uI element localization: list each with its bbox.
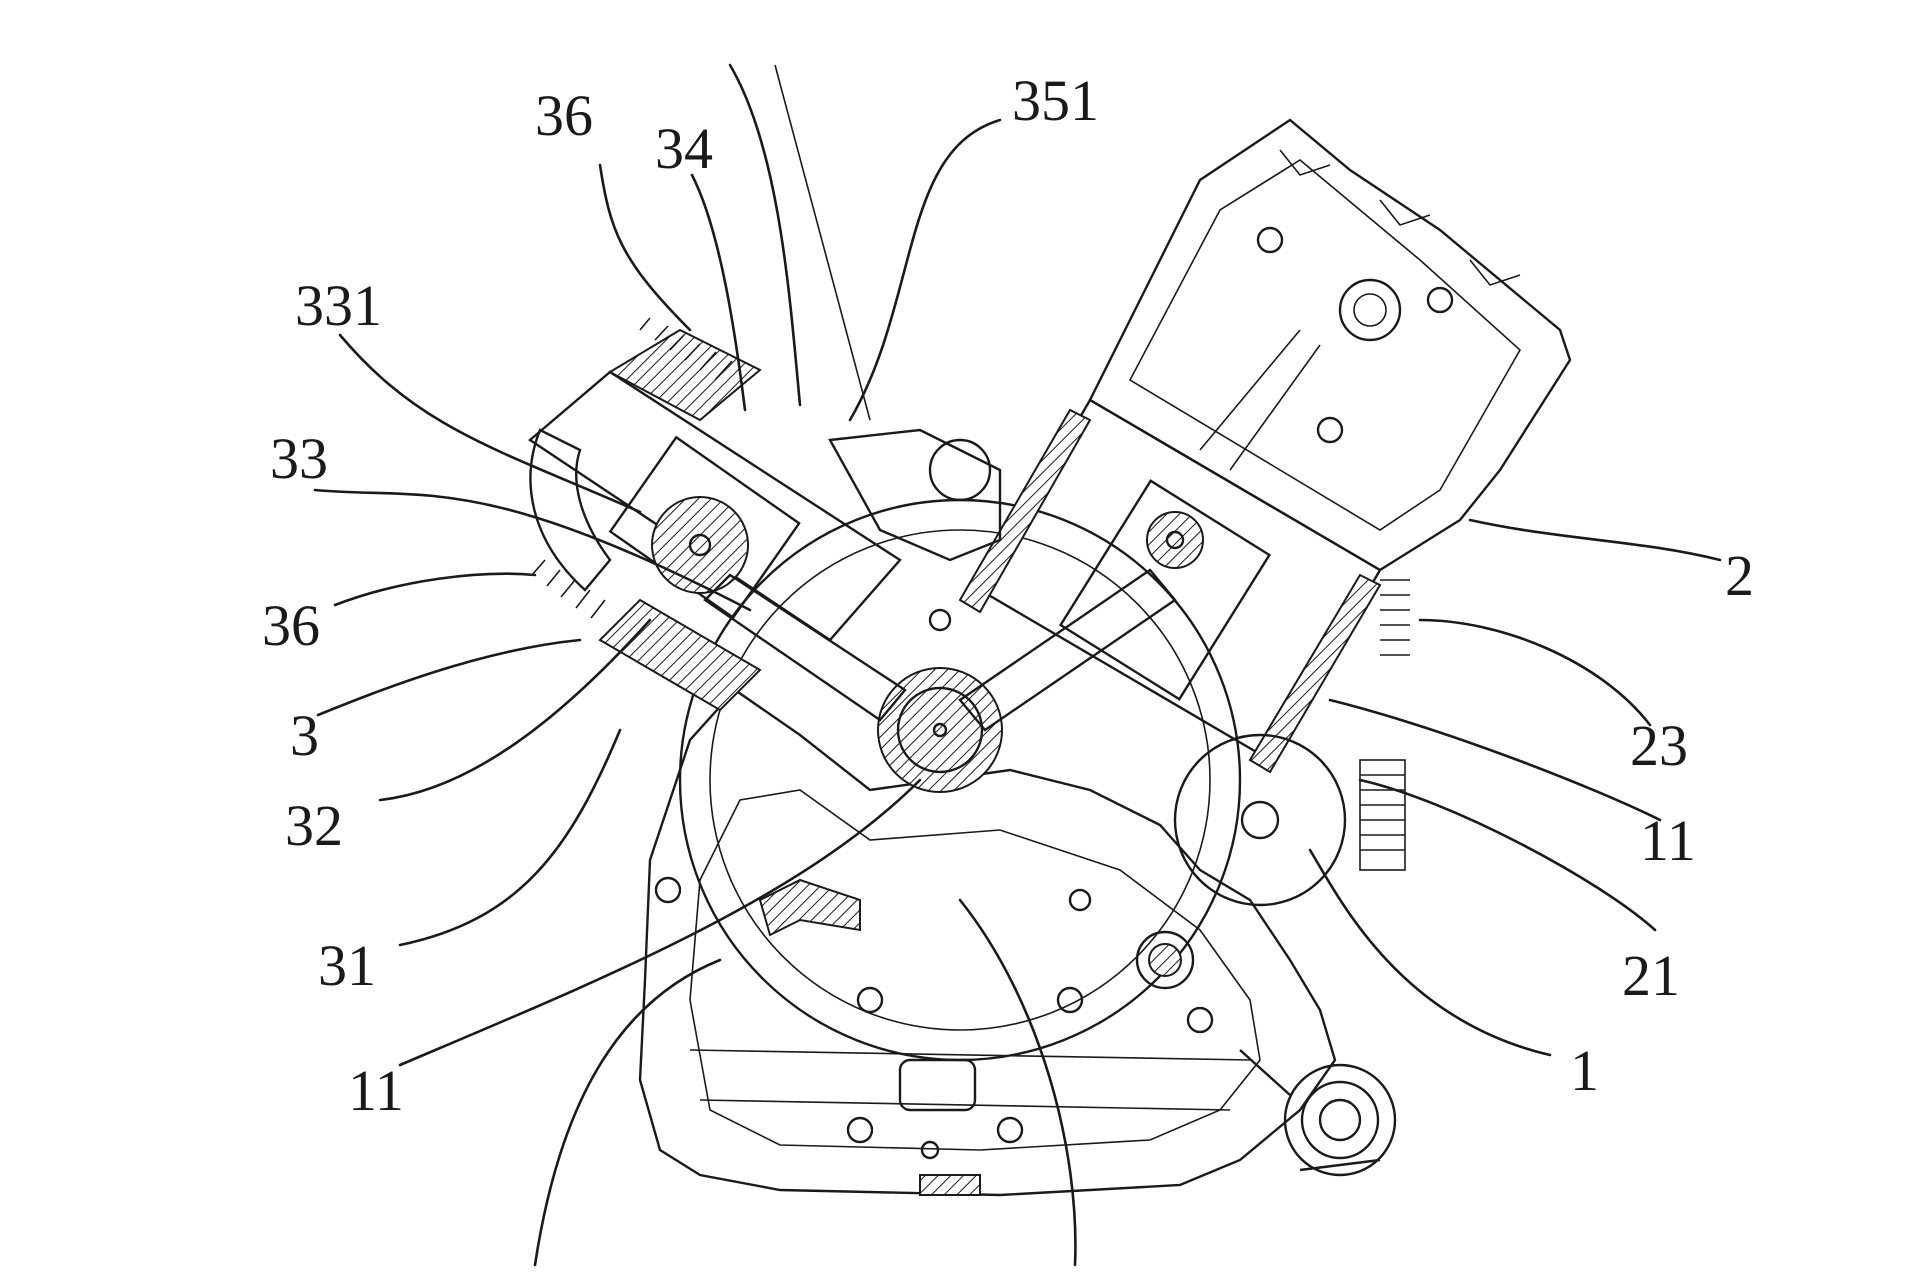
label-331: 331 <box>295 273 382 338</box>
left-mount-bolt <box>656 878 680 902</box>
engine-drawing <box>530 120 1570 1195</box>
front-cylinder-fins <box>1380 580 1410 655</box>
leader-3 <box>318 640 580 715</box>
front-head-valve <box>1200 330 1320 470</box>
crankcase-bolt-1 <box>858 988 882 1012</box>
leader-23 <box>1420 620 1650 725</box>
leader-top-a <box>730 65 800 405</box>
drain-plug <box>920 1175 980 1195</box>
leader-331 <box>340 335 640 512</box>
front-cylinder-head <box>1090 120 1570 570</box>
leader-351 <box>850 120 1000 420</box>
label-3: 3 <box>290 703 319 768</box>
label-36-mid: 36 <box>262 593 320 658</box>
crankpin-journal <box>878 668 1002 792</box>
leader-32 <box>380 620 650 800</box>
leader-36-mid <box>335 574 535 605</box>
rear-cylinder-liner-bottom <box>600 600 760 710</box>
label-36-top: 36 <box>535 83 593 148</box>
front-cylinder-liner-left <box>960 410 1090 612</box>
crankcase-bolt-3 <box>1188 1008 1212 1032</box>
front-head-bolt-1 <box>1258 228 1282 252</box>
label-23: 23 <box>1630 713 1688 778</box>
front-wrist-pin <box>1147 512 1203 568</box>
label-34: 34 <box>655 116 713 181</box>
label-351: 351 <box>1012 68 1099 133</box>
oil-pan-bolt-3 <box>922 1142 938 1158</box>
mount-lug <box>1240 1050 1395 1175</box>
crankcase-lower-rib-2 <box>700 1100 1230 1110</box>
front-cylinder <box>960 120 1570 772</box>
oil-pan-bolt-1 <box>848 1118 872 1142</box>
label-11-right: 11 <box>1640 808 1696 873</box>
leader-31 <box>400 730 620 945</box>
front-head-cover-ribs <box>1280 150 1520 285</box>
leader-bottom-left <box>535 960 720 1265</box>
leader-36-top <box>600 165 690 330</box>
leader-2 <box>1470 520 1720 560</box>
leader-lines <box>315 65 1720 1265</box>
reference-labels: 36 34 351 331 33 36 3 32 31 11 2 23 11 2… <box>262 68 1754 1123</box>
crankcase-lower-rib <box>690 1050 1250 1060</box>
oil-pan-port <box>900 1060 975 1110</box>
front-head-camshaft <box>1340 280 1400 340</box>
rear-cylinder <box>530 318 905 720</box>
oil-pan-bolt-2 <box>998 1118 1022 1142</box>
label-21: 21 <box>1622 943 1680 1008</box>
rear-connecting-rod <box>705 575 905 720</box>
front-head-inner <box>1130 160 1520 530</box>
front-cylinder-liner-right <box>1250 575 1380 772</box>
leader-top-b <box>775 65 870 420</box>
lower-bearing-inner <box>1149 944 1181 976</box>
side-gear-teeth <box>1360 760 1405 870</box>
front-head-camshaft-inner <box>1354 294 1386 326</box>
label-31: 31 <box>318 933 376 998</box>
leader-bottom-center <box>960 900 1075 1265</box>
leader-1 <box>1310 850 1550 1055</box>
rear-cylinder-fins-lower <box>532 560 605 618</box>
label-2: 2 <box>1725 543 1754 608</box>
rear-cylinder-liner-top <box>610 330 760 420</box>
rear-cylinder-head <box>530 430 610 590</box>
label-33: 33 <box>270 426 328 491</box>
front-head-bolt-2 <box>1428 288 1452 312</box>
side-gear-bolt <box>1242 802 1278 838</box>
front-head-bolt-3 <box>1318 418 1342 442</box>
label-32: 32 <box>285 793 343 858</box>
crankcase-bolt-4 <box>1070 890 1090 910</box>
label-11-left: 11 <box>348 1058 404 1123</box>
cam-drive-pivot <box>930 610 950 630</box>
label-1: 1 <box>1570 1038 1599 1103</box>
